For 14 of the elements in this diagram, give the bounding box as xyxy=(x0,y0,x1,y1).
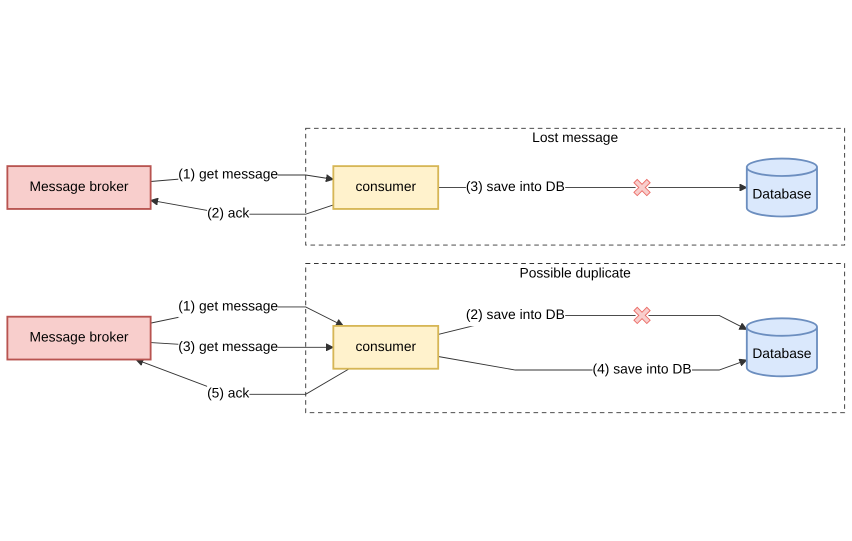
edge-label: (3) save into DB xyxy=(466,179,565,195)
arrow xyxy=(648,183,748,192)
node-box: Message broker xyxy=(6,165,152,210)
edge-label: (3) get message xyxy=(178,338,278,354)
node-box: consumer xyxy=(332,165,440,210)
edge-label: (2) ack xyxy=(207,206,250,222)
node-box: Message broker xyxy=(6,316,152,360)
edge-label: (1) get message xyxy=(178,298,278,314)
edge-label: (4) save into DB xyxy=(592,362,692,378)
node-box: consumer xyxy=(332,325,440,370)
edge-label: (2) save into DB xyxy=(466,306,565,323)
edge-label: (1) get message xyxy=(178,166,278,182)
arrow xyxy=(648,314,748,330)
edge-label: (5) ack xyxy=(207,386,250,402)
